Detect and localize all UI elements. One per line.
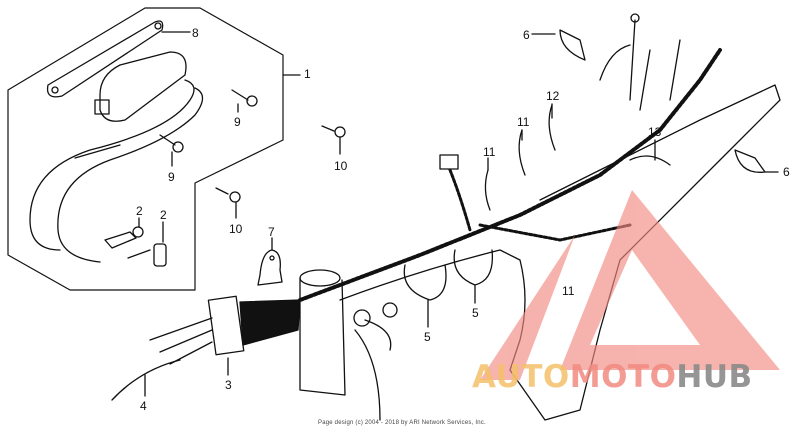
group-1-boundary xyxy=(7,7,284,291)
callout-3: 3 xyxy=(225,378,232,392)
connector-3 xyxy=(207,295,245,356)
clamp-6a xyxy=(559,29,586,61)
clip-13 xyxy=(629,155,671,166)
callout-6: 6 xyxy=(783,165,790,179)
callout-1: 1 xyxy=(304,67,311,81)
callout-5: 5 xyxy=(424,330,431,344)
clip-11b xyxy=(518,129,526,176)
clip-12 xyxy=(548,104,556,151)
callout-12: 12 xyxy=(546,89,560,103)
callout-11: 11 xyxy=(517,115,530,129)
ignition-coil xyxy=(99,51,187,122)
callout-11: 11 xyxy=(562,284,575,298)
callout-7: 7 xyxy=(268,225,275,239)
plug-cap-2a xyxy=(104,231,137,249)
watermark-hub: HUB xyxy=(676,359,753,395)
watermark-logo: AUTOMOTOHUB xyxy=(472,362,753,393)
watermark-triangle xyxy=(480,190,780,380)
bracket-7 xyxy=(257,249,283,286)
callout-6: 6 xyxy=(523,28,530,42)
callout-8: 8 xyxy=(192,26,199,40)
screw-10b xyxy=(215,187,229,195)
watermark-auto: AUTO xyxy=(472,359,570,395)
callout-10: 10 xyxy=(334,159,348,173)
wire-harness xyxy=(298,48,722,302)
copyright-notice: Page design (c) 2004 - 2018 by ARI Netwo… xyxy=(318,420,486,426)
clamp-5b xyxy=(453,249,494,286)
callout-9: 9 xyxy=(168,170,175,184)
wire-4 xyxy=(111,359,181,401)
screw-10a xyxy=(321,125,335,132)
callout-5: 5 xyxy=(472,306,479,320)
clip-11a xyxy=(484,169,491,211)
watermark-moto: MOTO xyxy=(569,359,677,395)
clamp-6b xyxy=(734,149,766,173)
callout-13: 13 xyxy=(648,125,662,139)
callout-2: 2 xyxy=(160,208,167,222)
callout-4: 4 xyxy=(140,399,147,413)
head-tube xyxy=(299,269,341,287)
callout-2: 2 xyxy=(136,204,143,218)
clamp-5a xyxy=(403,264,447,301)
coil-bracket xyxy=(46,20,164,98)
callout-10: 10 xyxy=(229,222,243,236)
callout-9: 9 xyxy=(234,115,241,129)
callout-11: 11 xyxy=(483,145,496,159)
bolt-9a xyxy=(231,89,249,101)
plug-cap-2b xyxy=(127,249,151,259)
bolt-9b xyxy=(159,134,176,146)
